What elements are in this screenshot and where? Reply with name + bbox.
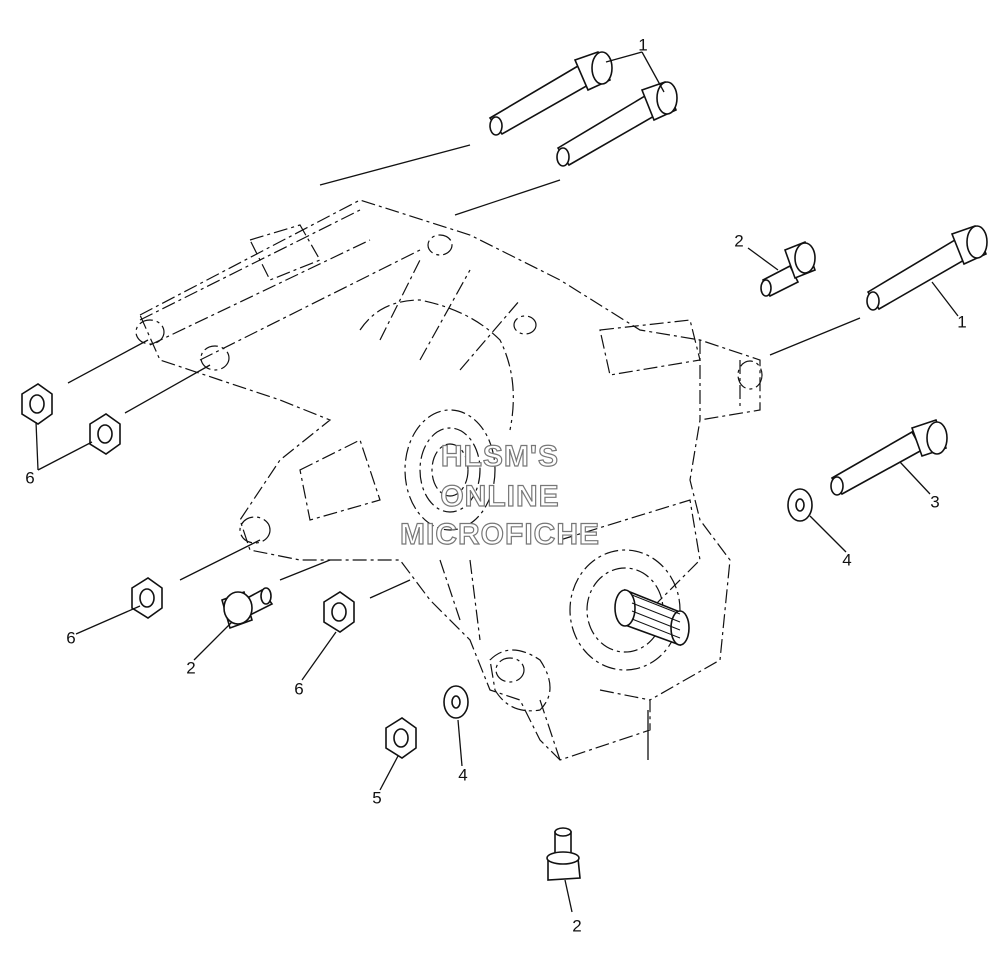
short-bolt-2a bbox=[760, 240, 817, 298]
nut-6d bbox=[323, 591, 355, 633]
leader-lines bbox=[35, 51, 959, 913]
nut-6b bbox=[89, 413, 121, 455]
alignment-lines bbox=[67, 144, 861, 599]
long-bolt-1c bbox=[866, 224, 988, 311]
callout-1: 1 bbox=[638, 35, 648, 55]
callout-6: 6 bbox=[25, 468, 35, 488]
callout-2: 2 bbox=[572, 916, 582, 936]
short-bolt-2b bbox=[221, 587, 274, 630]
watermark-line: ONLINE bbox=[440, 479, 560, 513]
callout-2: 2 bbox=[734, 231, 744, 251]
long-bolt-1a bbox=[488, 50, 613, 136]
callout-6: 6 bbox=[294, 679, 304, 699]
callout-3: 3 bbox=[930, 492, 940, 512]
transmission-housing bbox=[135, 199, 763, 761]
washer-4b bbox=[443, 685, 469, 719]
callout-6: 6 bbox=[66, 628, 76, 648]
callout-2: 2 bbox=[186, 658, 196, 678]
callout-5: 5 bbox=[372, 788, 382, 808]
callout-4: 4 bbox=[458, 765, 468, 785]
nut-6c bbox=[131, 577, 163, 619]
short-bolt-2c bbox=[546, 827, 581, 881]
washer-4a bbox=[787, 488, 813, 522]
watermark-line: MICROFICHE bbox=[399, 517, 600, 551]
long-bolt-1b bbox=[556, 80, 678, 167]
callout-4: 4 bbox=[842, 550, 852, 570]
bolt-3 bbox=[830, 418, 948, 496]
callout-1: 1 bbox=[957, 312, 967, 332]
nut-6a bbox=[21, 383, 53, 425]
nut-5 bbox=[385, 717, 417, 759]
watermark-line: HLSM'S bbox=[440, 439, 560, 473]
